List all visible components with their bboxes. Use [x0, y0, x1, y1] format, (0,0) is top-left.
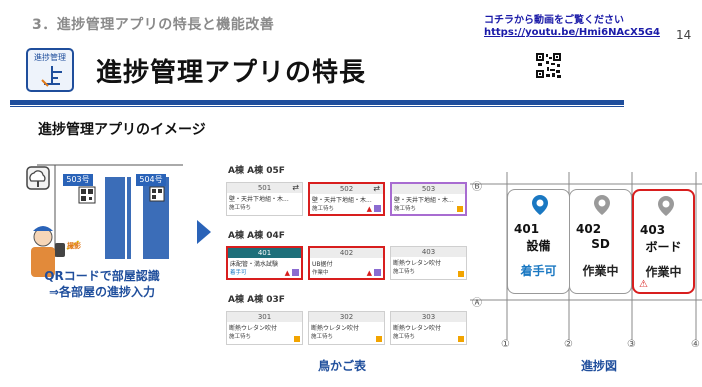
swap-icon: ⇄: [292, 183, 299, 192]
room-number: 403: [391, 247, 466, 257]
grid-axis-2: ②: [564, 339, 573, 350]
flag-icon: [457, 206, 463, 212]
warning-icon: ⚠: [639, 279, 648, 290]
card-room-number: 402: [576, 222, 602, 236]
room-number: 401: [228, 248, 301, 258]
room-card-402[interactable]: 402 UB据付 作業中 ▲: [308, 246, 385, 280]
warning-icon: ▲: [366, 205, 372, 213]
location-pin-icon: [658, 196, 674, 216]
floor-label-03f: A棟 A棟 03F: [228, 295, 285, 305]
room-card-301[interactable]: 301 断熱ウレタン吹付 施工待ち: [226, 311, 303, 345]
room-status: 施工待ち: [393, 334, 416, 340]
room-number: 501: [227, 183, 302, 193]
room-status: 施工待ち: [311, 334, 334, 340]
badge-icon: [374, 269, 381, 276]
location-pin-icon: [594, 195, 610, 215]
progress-caption: 進捗図: [581, 359, 618, 373]
room-task: 断熱ウレタン吹付: [229, 325, 278, 332]
video-link[interactable]: https://youtu.be/Hmi6NAcX5G4: [484, 27, 660, 38]
flag-icon: [294, 336, 300, 342]
grid-axis-b: Ⓑ: [472, 182, 482, 193]
room-status: 施工待ち: [229, 205, 252, 211]
card-work-type: SD: [591, 237, 610, 251]
scan-label: 撮影: [67, 242, 81, 250]
badge-icon: [374, 205, 381, 212]
room-status: 作業中: [312, 270, 329, 276]
room-number: 303: [391, 312, 466, 322]
warning-icon: ▲: [284, 269, 290, 277]
qr-scan-illustration: [26, 164, 183, 277]
room-status: 施工待ち: [393, 269, 416, 275]
room-status: 施工待ち: [229, 334, 252, 340]
progress-card-403[interactable]: 403 ボード 作業中 ⚠: [632, 189, 695, 294]
illustration-caption: QRコードで部屋認識 ⇒各部屋の進捗入力: [12, 268, 192, 300]
chevron-right-icon: [197, 220, 211, 244]
page-title: 進捗管理アプリの特長: [96, 58, 367, 88]
room-status: 施工待ち: [312, 206, 335, 212]
room-label-504: 504号: [136, 174, 166, 186]
room-task: 床配管・満水試験: [230, 261, 279, 268]
grid-axis-1: ①: [501, 339, 510, 350]
progress-app-icon: 進捗管理: [26, 48, 74, 92]
progress-card-402[interactable]: 402 SD 作業中: [569, 189, 632, 294]
room-task: 壁・天井下地組・木...: [312, 197, 372, 204]
flag-icon: [376, 336, 382, 342]
room-number: 302: [309, 312, 384, 322]
room-number: 301: [227, 312, 302, 322]
qr-code-icon[interactable]: [535, 48, 562, 92]
card-status: 着手可: [520, 264, 557, 278]
room-number: 503: [392, 184, 465, 194]
title-divider-thin: [10, 106, 624, 107]
section-heading: 3．進捗管理アプリの特長と機能改善: [32, 17, 275, 33]
card-room-number: 403: [640, 223, 666, 237]
crane-icon: [41, 66, 62, 87]
card-room-number: 401: [514, 222, 540, 236]
room-status: 施工待ち: [394, 206, 417, 212]
room-task: 壁・天井下地組・木...: [229, 196, 289, 203]
video-note-text: コチラから動画をご覧ください: [484, 15, 624, 26]
card-status: 作業中: [582, 264, 619, 278]
warning-icon: ▲: [366, 269, 372, 277]
room-card-302[interactable]: 302 断熱ウレタン吹付 施工待ち: [308, 311, 385, 345]
card-work-type: ボード: [645, 240, 682, 254]
room-number: 402: [310, 248, 383, 258]
progress-card-401[interactable]: 401 設備 着手可: [507, 189, 570, 294]
room-card-502[interactable]: 502 壁・天井下地組・木... 施工待ち ⇄ ▲: [308, 182, 385, 216]
floor-label-05f: A棟 A棟 05F: [228, 166, 285, 176]
location-pin-icon: [532, 195, 548, 215]
birdcage-caption: 鳥かご表: [318, 359, 367, 373]
caption-line-1: QRコードで部屋認識: [44, 269, 160, 283]
caption-line-2: ⇒各部屋の進捗入力: [48, 285, 156, 299]
floor-label-04f: A棟 A棟 04F: [228, 231, 285, 241]
room-card-403[interactable]: 403 断熱ウレタン吹付 施工待ち: [390, 246, 467, 280]
room-card-401[interactable]: 401 床配管・満水試験 着手可 ▲: [226, 246, 303, 280]
icon-label: 進捗管理: [34, 53, 66, 62]
video-note: コチラから動画をご覧ください https://youtu.be/Hmi6NAcX…: [484, 15, 660, 39]
grid-axis-3: ③: [627, 339, 636, 350]
room-task: 断熱ウレタン吹付: [393, 260, 442, 267]
card-status: 作業中: [645, 265, 682, 279]
room-card-303[interactable]: 303 断熱ウレタン吹付 施工待ち: [390, 311, 467, 345]
card-work-type: 設備: [526, 239, 551, 253]
room-status: 着手可: [230, 270, 247, 276]
swap-icon: ⇄: [373, 184, 380, 193]
badge-icon: [292, 269, 299, 276]
room-task: 断熱ウレタン吹付: [393, 325, 442, 332]
page-number: 14: [676, 28, 692, 42]
room-task: 壁・天井下地組・木...: [394, 197, 454, 204]
room-card-503[interactable]: 503 壁・天井下地組・木... 施工待ち: [390, 182, 467, 216]
room-number: 502: [310, 184, 383, 194]
room-task: UB据付: [312, 261, 333, 268]
grid-axis-a: Ⓐ: [472, 298, 482, 309]
room-task: 断熱ウレタン吹付: [311, 325, 360, 332]
title-divider: [10, 100, 624, 105]
grid-axis-4: ④: [691, 339, 700, 350]
room-label-503: 503号: [63, 174, 93, 186]
room-card-501[interactable]: 501 壁・天井下地組・木... 施工待ち ⇄: [226, 182, 303, 216]
subheading: 進捗管理アプリのイメージ: [38, 122, 206, 138]
flag-icon: [458, 271, 464, 277]
flag-icon: [458, 336, 464, 342]
